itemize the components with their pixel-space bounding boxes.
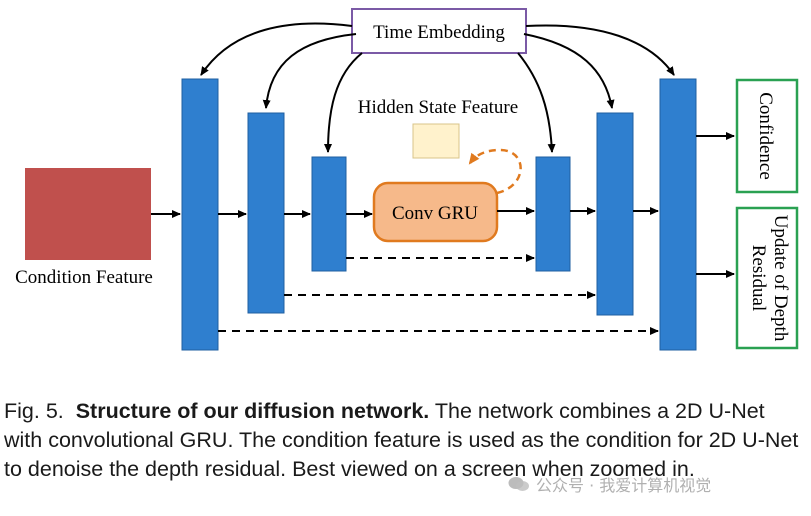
decoder-block-3 <box>535 156 571 272</box>
hidden-state-node: Hidden State Feature <box>358 97 518 159</box>
figure-caption: Fig. 5. Structure of our diffusion netwo… <box>4 397 808 484</box>
caption-body: The network combines a 2D U-Net with con… <box>4 399 799 481</box>
watermark: 公众号 · 我爱计算机视觉 <box>508 472 711 496</box>
confidence-label: Confidence <box>755 92 776 180</box>
forward-arrows <box>151 132 735 278</box>
encoder-block-3 <box>311 156 347 272</box>
condition-feature-label: Condition Feature <box>15 267 153 288</box>
figure-label: Fig. 5. <box>4 399 64 423</box>
update-label-line2: Residual <box>748 245 769 312</box>
unet-blocks <box>181 78 697 351</box>
time-arrow-4 <box>517 52 556 153</box>
decoder-block-2 <box>596 112 634 316</box>
wechat-logo-icon <box>508 477 529 491</box>
update-label-line1: Update of Depth <box>770 215 791 342</box>
encoder-block-2 <box>247 112 285 314</box>
caption-title: Structure of our diffusion network. <box>75 399 430 423</box>
confidence-output-node: Confidence <box>735 78 799 194</box>
decoder-block-1 <box>659 78 697 351</box>
conv-gru-node: Conv GRU <box>372 181 499 243</box>
time-arrow-6 <box>525 24 675 76</box>
condition-feature-node: Condition Feature <box>15 168 153 288</box>
update-output-node: Update of Depth Residual <box>735 206 799 350</box>
watermark-text: 公众号 · 我爱计算机视觉 <box>536 476 712 495</box>
time-arrow-1 <box>200 22 353 76</box>
time-embedding-arrows <box>200 22 675 153</box>
time-arrow-2 <box>262 33 357 109</box>
time-arrow-5 <box>523 33 615 109</box>
encoder-block-1 <box>181 78 219 351</box>
time-embedding-label: Time Embedding <box>373 22 505 43</box>
hidden-state-label: Hidden State Feature <box>358 97 518 118</box>
skip-connections <box>218 254 659 335</box>
time-embedding-node: Time Embedding <box>351 8 527 54</box>
conv-gru-label: Conv GRU <box>392 203 478 224</box>
diffusion-network-diagram: Time Embedding Condition Feature Hidden … <box>15 8 799 351</box>
time-arrow-3 <box>324 52 363 153</box>
